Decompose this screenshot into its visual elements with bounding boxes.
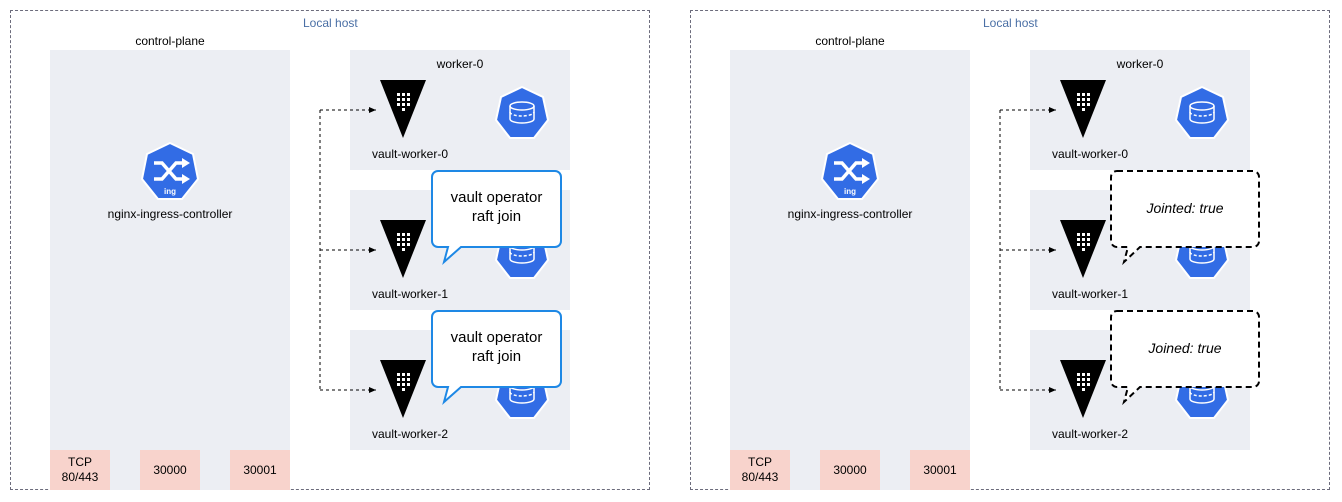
callout-bubble (431, 170, 562, 265)
control-plane-title: control-plane (815, 34, 885, 48)
vault-label: vault-worker-0 (1051, 147, 1129, 161)
vault-triangle-icon (1060, 220, 1106, 278)
ingress-label: nginx-ingress-controller (787, 207, 913, 221)
host-label: Local host (303, 16, 358, 30)
vault-triangle-icon (380, 360, 426, 418)
callout-text: Joined: true (1148, 340, 1222, 356)
worker-title: worker-0 (1116, 57, 1164, 71)
worker-title: worker-0 (436, 57, 484, 71)
local-host-frame-1 (10, 10, 650, 490)
host-label: Local host (983, 16, 1038, 30)
callout-bubble (431, 310, 562, 405)
ingress-icon: ing (140, 142, 200, 200)
vault-label: vault-worker-1 (1051, 287, 1129, 301)
control-plane-node (730, 50, 970, 490)
callout-text: vault operator raft join (450, 189, 543, 225)
ingress-icon-text: ing (164, 187, 176, 196)
port-tcp: TCP 80/443 (730, 450, 790, 490)
ingress-icon-text: ing (844, 187, 856, 196)
persistent-volume-icon (1175, 86, 1229, 139)
port-30001: 30001 (910, 450, 970, 490)
connector-lines (319, 107, 376, 393)
callout-bubble (1110, 310, 1260, 406)
local-host-frame-2 (690, 10, 1330, 490)
callout-text: vault operator raft join (450, 329, 543, 365)
vault-label: vault-worker-2 (1051, 427, 1129, 441)
vault-label: vault-worker-2 (371, 427, 449, 441)
control-plane-node (50, 50, 290, 490)
vault-triangle-icon (1060, 360, 1106, 418)
port-30001: 30001 (230, 450, 290, 490)
port-30000: 30000 (140, 450, 200, 490)
port-tcp: TCP 80/443 (50, 450, 110, 490)
control-plane-title: control-plane (135, 34, 205, 48)
callout-bubble (1110, 170, 1260, 266)
persistent-volume-icon (495, 86, 549, 139)
vault-triangle-icon (380, 80, 426, 138)
connector-lines (999, 107, 1056, 393)
vault-label: vault-worker-1 (371, 287, 449, 301)
port-30000: 30000 (820, 450, 880, 490)
vault-label: vault-worker-0 (371, 147, 449, 161)
callout-text: Jointed: true (1146, 200, 1224, 216)
ingress-icon: ing (820, 142, 880, 200)
vault-triangle-icon (380, 220, 426, 278)
vault-triangle-icon (1060, 80, 1106, 138)
ingress-label: nginx-ingress-controller (107, 207, 233, 221)
